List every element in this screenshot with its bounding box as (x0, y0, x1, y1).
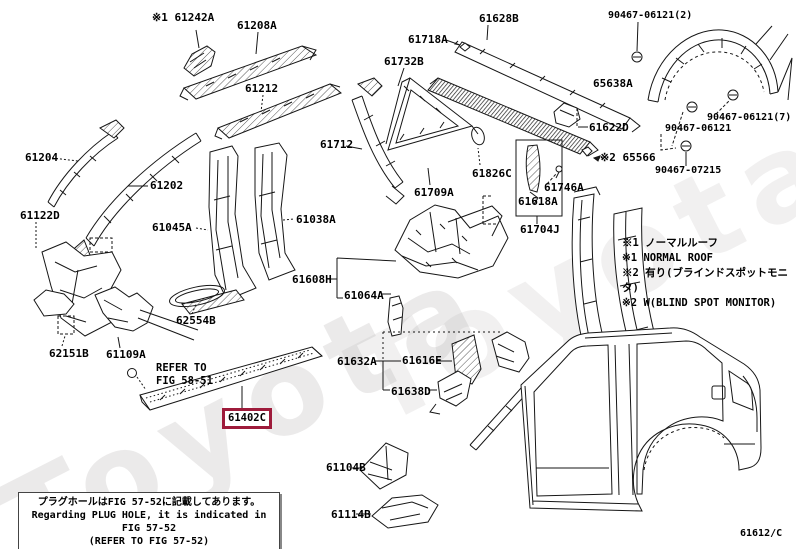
plug-note-jp: プラグホールはFIG 57-52に記載してあります。 (37, 497, 261, 508)
art-bracket-61109a (94, 286, 199, 349)
part-label-90467-07215[interactable]: 90467-07215 (655, 165, 722, 176)
refer-note-line2: FIG 58-51 (156, 375, 213, 387)
art-windshield-frame-61732b (385, 67, 479, 151)
part-label-61608h[interactable]: 61608H (292, 273, 332, 286)
art-front-pillar-61204 (47, 119, 125, 208)
part-label-61104b[interactable]: 61104B (326, 461, 366, 474)
refer-note-line1: REFER TO (156, 362, 207, 374)
art-rocker-panel-61402c (127, 346, 323, 411)
art-roof-rail-61628b (454, 24, 641, 133)
part-label-65566[interactable]: ※2 65566 (600, 151, 656, 164)
art-roof-bracket-61242a (183, 29, 216, 77)
roof-note-4: ※2 W(BLIND SPOT MONITOR) (622, 297, 777, 309)
art-bracket-62151b (33, 289, 75, 347)
art-pillar-reinforce-61618a (515, 139, 563, 224)
part-label-61622d[interactable]: 61622D (589, 121, 629, 134)
art-fastener-90467-06121-7 (715, 89, 739, 115)
part-label-61114b[interactable]: 61114B (331, 508, 371, 521)
art-fastener-90467-06121 (660, 101, 698, 151)
roof-note-1: ※1 ノーマルルーフ (622, 237, 719, 249)
art-center-pillar-61038a (254, 142, 296, 281)
part-label-61709a[interactable]: 61709A (414, 186, 454, 199)
art-bracket-61608h (326, 257, 397, 299)
art-bracket-61622d (553, 102, 588, 128)
art-grommet-61826c (471, 126, 497, 225)
art-fastener-90467-06121-2 (631, 21, 643, 63)
art-cowl-top-61104b (352, 442, 409, 490)
part-label-61712[interactable]: 61712 (320, 138, 354, 151)
part-label-61212[interactable]: 61212 (245, 82, 279, 95)
part-label-61038a[interactable]: 61038A (296, 213, 336, 226)
part-label-61638d[interactable]: 61638D (391, 385, 431, 398)
part-label-61732b[interactable]: 61732B (384, 55, 424, 68)
part-label-61632a[interactable]: 61632A (337, 355, 377, 368)
part-label-61242a[interactable]: ※1 61242A (152, 11, 215, 24)
part-label-61402c-highlighted[interactable]: 61402C (222, 408, 272, 429)
art-wheel-liner-65638a (647, 25, 793, 103)
part-label-61122d[interactable]: 61122D (20, 209, 60, 222)
part-label-61704j[interactable]: 61704J (520, 223, 560, 236)
part-label-61718a[interactable]: 61718A (408, 33, 448, 46)
part-label-61208a[interactable]: 61208A (237, 19, 277, 32)
plug-note-en1: Regarding PLUG HOLE, it is indicated in … (31, 510, 267, 534)
art-group-61632a (375, 331, 502, 415)
part-label-90467-06121[interactable]: 90467-06121 (665, 123, 732, 134)
part-label-61045a[interactable]: 61045A (152, 221, 192, 234)
roof-note-3: ※2 有り(ブラインドスポットモニタ) (622, 267, 788, 294)
part-label-61618a[interactable]: 61618A (518, 195, 558, 208)
part-label-90467-06121-7[interactable]: 90467-06121(7) (707, 112, 792, 123)
part-label-62554b[interactable]: 62554B (176, 314, 216, 327)
part-label-65638a[interactable]: 65638A (593, 77, 633, 90)
roof-spec-notes: ※1 ノーマルルーフ ※1 NORMAL ROOF ※2 有り(ブラインドスポッ… (622, 236, 796, 311)
part-label-61204[interactable]: 61204 (25, 151, 59, 164)
plug-note-en2: (REFER TO FIG 57-52) (88, 536, 210, 547)
art-clip-65566 (581, 146, 606, 162)
art-strip-61064a (387, 295, 404, 337)
art-roof-rail-61212 (214, 83, 342, 140)
part-label-61616e[interactable]: 61616E (402, 354, 442, 367)
part-label-61109a[interactable]: 61109A (106, 348, 146, 361)
part-label-61202[interactable]: 61202 (150, 179, 184, 192)
art-car-body-outline (520, 327, 762, 512)
art-bolt-61746a (546, 165, 563, 185)
part-label-62151b[interactable]: 62151B (49, 347, 89, 360)
part-label-90467-06121-2[interactable]: 90467-06121(2) (608, 10, 693, 21)
part-label-61826c[interactable]: 61826C (472, 167, 512, 180)
art-roof-rail-61208a (179, 31, 318, 101)
part-label-61746a[interactable]: 61746A (544, 181, 584, 194)
art-quarter-inner-61709a (394, 204, 509, 279)
refer-note: REFER TO FIG 58-51 (156, 362, 213, 388)
art-center-pillar-61045a (195, 145, 257, 301)
art-clip-61718a (445, 39, 471, 52)
art-apron-61114b (356, 494, 439, 529)
roof-note-2: ※1 NORMAL ROOF (622, 252, 713, 264)
part-label-61628b[interactable]: 61628B (479, 12, 519, 25)
art-roof-rail-inner (427, 77, 599, 186)
art-sill-plate-62554b (169, 284, 245, 315)
figure-code: 61612/C (740, 528, 783, 539)
part-label-61064a[interactable]: 61064A (344, 289, 384, 302)
art-screw-90467-07215 (680, 140, 692, 166)
art-pillar-61712 (345, 77, 405, 205)
plug-hole-note-box: プラグホールはFIG 57-52に記載してあります。 Regarding PLU… (18, 492, 280, 549)
